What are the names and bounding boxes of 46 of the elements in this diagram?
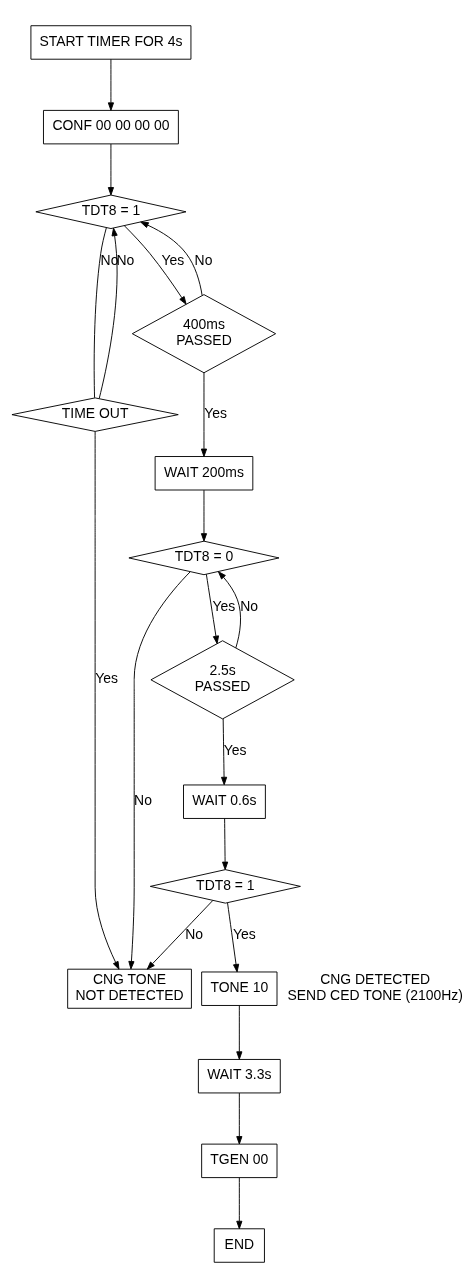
node-box: END (213, 1227, 265, 1263)
connector (93, 226, 107, 398)
arrow (221, 717, 228, 785)
edge-label: No (194, 251, 213, 268)
arrow (200, 489, 208, 542)
node-box: WAIT 200ms (154, 455, 254, 490)
arrow (107, 58, 114, 111)
node-label: SEND CED TONE (2100Hz) (287, 986, 463, 1003)
edge-label: Yes (204, 404, 227, 421)
arrow (128, 570, 191, 969)
node-box: WAIT 3.3s (197, 1058, 281, 1093)
arrow (205, 573, 219, 644)
edge-label: No (185, 925, 204, 942)
arrow (146, 899, 214, 970)
node-diamond: TDT8 = 0 (128, 540, 280, 575)
arrow (236, 1092, 243, 1144)
edge-label: No (134, 791, 152, 808)
arrow (200, 372, 208, 457)
node-box: TGEN 00 (201, 1143, 278, 1178)
arrow (222, 817, 229, 870)
node-box: CNG TONE NOT DETECTED (67, 968, 192, 1009)
arrow (140, 221, 203, 296)
arrow (218, 570, 241, 648)
arrow (98, 227, 118, 399)
edge-label: Yes (161, 251, 185, 268)
node-box: WAIT 0.6s (183, 784, 266, 819)
edge-label: Yes (233, 925, 256, 942)
node-diamond: TDT8 = 1 (149, 868, 301, 904)
arrow (107, 143, 114, 195)
edge-label: Yes (212, 597, 236, 614)
edge-label: Yes (95, 669, 119, 686)
arrow (94, 430, 120, 970)
edge-label: No (240, 597, 259, 614)
edge-label: Yes (223, 741, 247, 758)
node-box: CONF 00 00 00 00 (43, 109, 179, 144)
node-diamond: 2.5s PASSED (150, 639, 295, 719)
node-diamond: TIME OUT (11, 396, 179, 432)
arrow (236, 1176, 243, 1229)
arrow (236, 1004, 243, 1060)
node-label: CNG DETECTED (320, 970, 431, 987)
node-box: TONE 10 (201, 971, 278, 1006)
node-box: START TIMER FOR 4s (30, 24, 192, 60)
edge-label: No (100, 251, 119, 268)
arrow (124, 224, 187, 305)
arrow (227, 902, 240, 972)
edge-label: No (116, 251, 135, 268)
